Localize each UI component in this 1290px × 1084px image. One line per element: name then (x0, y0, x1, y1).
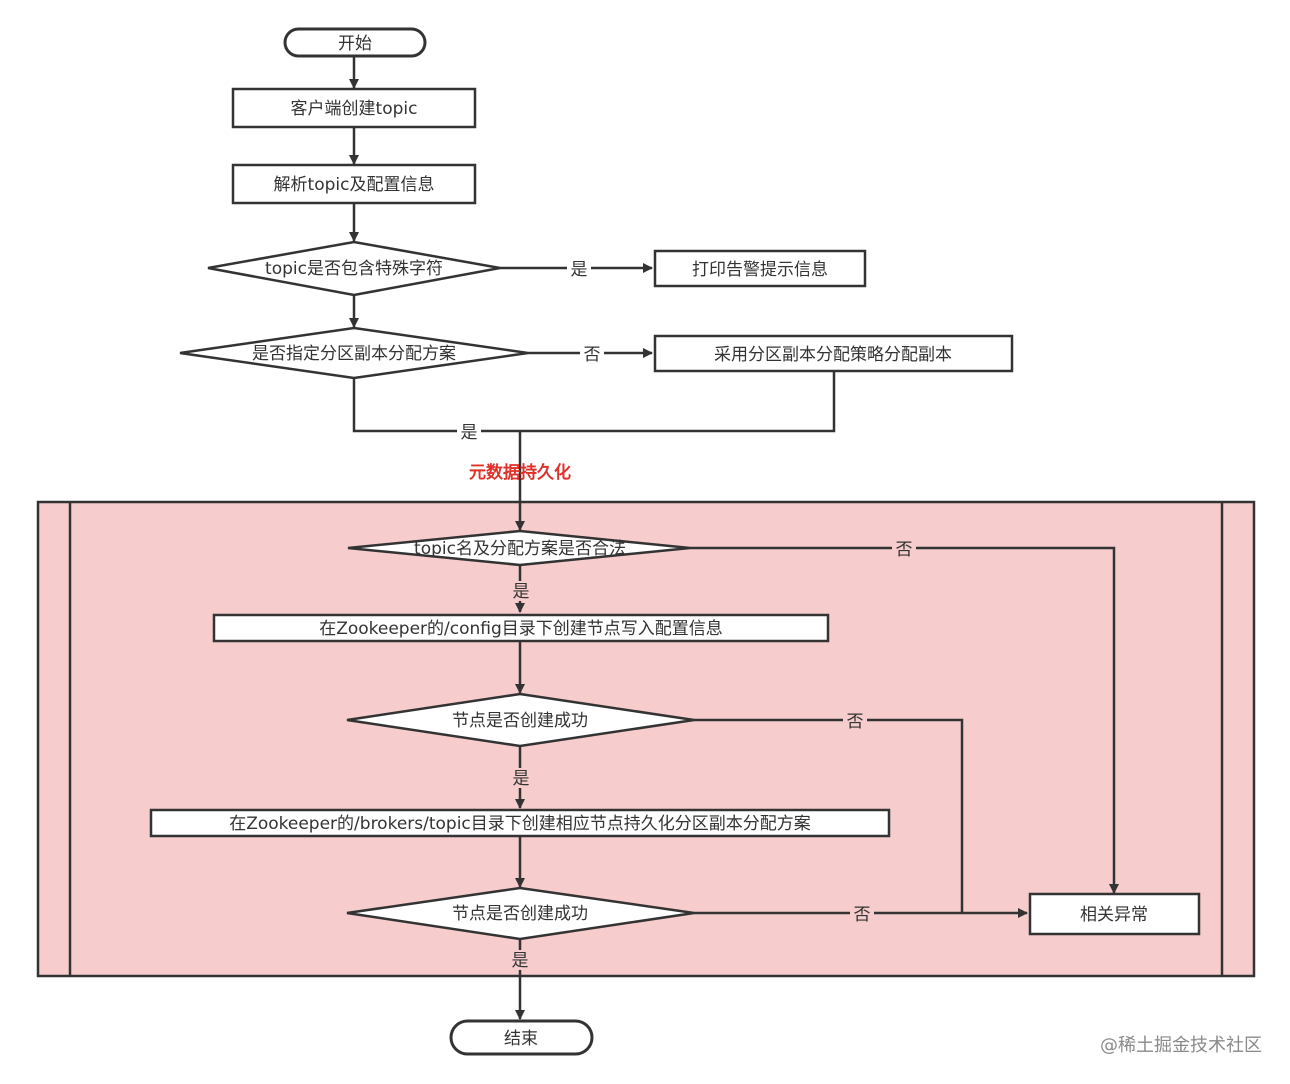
decision-node-created-2: 节点是否创建成功 (346, 886, 695, 941)
node-exception-label: 相关异常 (1080, 905, 1148, 925)
node-write-brokers: 在Zookeeper的/brokers/topic目录下创建相应节点持久化分区副… (149, 808, 891, 838)
decision-special-char: topic是否包含特殊字符 (207, 240, 501, 297)
label-node2-yes: 是 (512, 951, 529, 971)
node-write-brokers-label: 在Zookeeper的/brokers/topic目录下创建相应节点持久化分区副… (229, 814, 811, 834)
edge-labels: 是 否 是 否 是 否 是 否 是 (457, 259, 916, 971)
decision-name-valid: topic名及分配方案是否合法 (347, 529, 691, 567)
node-end-label: 结束 (504, 1029, 538, 1049)
node-write-config: 在Zookeeper的/config目录下创建节点写入配置信息 (212, 613, 830, 643)
decision-node-created-1: 节点是否创建成功 (346, 692, 695, 748)
node-start: 开始 (283, 27, 427, 58)
decision-assignment-specified: 是否指定分区副本分配方案 (179, 326, 529, 380)
edge-node1-no (694, 718, 964, 913)
node-use-strategy: 采用分区副本分配策略分配副本 (653, 334, 1014, 373)
label-assignment-no: 否 (584, 345, 601, 365)
edge-strategy-merge (520, 371, 836, 433)
edge-valid-no-to-exception (690, 546, 1119, 894)
decision-node-created-2-label: 节点是否创建成功 (452, 904, 588, 924)
node-print-warning: 打印告警提示信息 (653, 249, 867, 288)
edge-assignment-yes-merge (352, 379, 520, 433)
label-node1-yes: 是 (513, 769, 530, 789)
node-client-create-label: 客户端创建topic (291, 99, 418, 119)
node-start-label: 开始 (338, 34, 372, 54)
node-client-create: 客户端创建topic (231, 87, 477, 129)
label-name-valid-yes: 是 (513, 582, 530, 602)
watermark: @稀土掘金技术社区 (1100, 1035, 1262, 1056)
decision-special-char-label: topic是否包含特殊字符 (265, 259, 443, 279)
node-parse: 解析topic及配置信息 (231, 163, 477, 205)
node-write-config-label: 在Zookeeper的/config目录下创建节点写入配置信息 (319, 619, 723, 639)
label-name-valid-no: 否 (896, 540, 913, 560)
decision-node-created-1-label: 节点是否创建成功 (452, 711, 588, 731)
node-exception: 相关异常 (1028, 892, 1201, 936)
persistence-section (36, 500, 1256, 978)
node-print-warning-label: 打印告警提示信息 (692, 260, 828, 280)
node-use-strategy-label: 采用分区副本分配策略分配副本 (714, 345, 952, 365)
decision-assignment-specified-label: 是否指定分区副本分配方案 (252, 344, 456, 364)
label-node1-no: 否 (847, 712, 864, 732)
node-end: 结束 (449, 1019, 594, 1056)
decision-name-valid-label: topic名及分配方案是否合法 (414, 539, 626, 559)
label-assignment-yes: 是 (461, 423, 478, 443)
node-parse-label: 解析topic及配置信息 (274, 175, 435, 195)
label-node2-no: 否 (854, 905, 871, 925)
section-title: 元数据持久化 (469, 462, 571, 483)
label-special-char-yes: 是 (571, 260, 588, 280)
